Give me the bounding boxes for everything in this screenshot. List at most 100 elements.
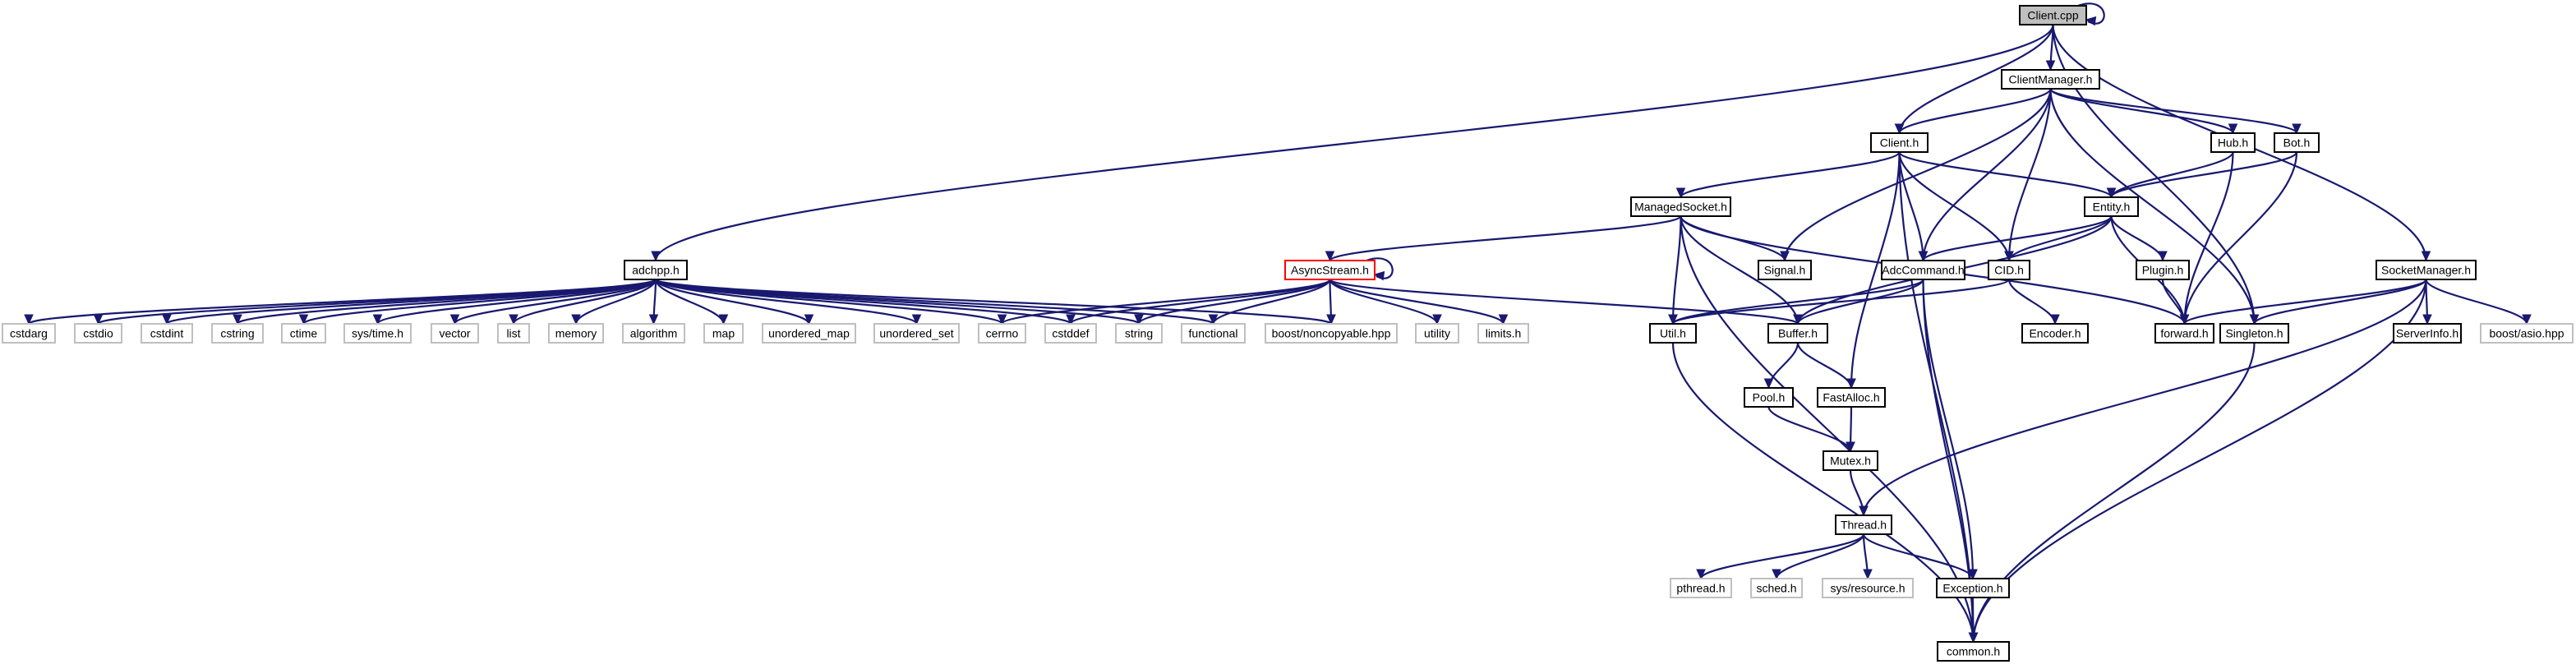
node-signal-h[interactable]: Signal.h xyxy=(1758,260,1812,280)
node-box xyxy=(211,323,264,344)
node-label: Buffer.h xyxy=(1778,327,1818,340)
edge-arrowhead xyxy=(1846,441,1855,453)
node-forward-h[interactable]: forward.h xyxy=(2154,323,2214,344)
node-box xyxy=(1044,323,1097,344)
edge-client_cpp-to-adchpp_h xyxy=(654,24,2054,261)
node-algorithm: algorithm xyxy=(622,323,685,344)
node-label: Pool.h xyxy=(1753,391,1786,404)
node-box xyxy=(2021,323,2089,344)
node-label: algorithm xyxy=(630,327,678,340)
node-label: unordered_set xyxy=(879,327,953,340)
node-managedsocket-h[interactable]: ManagedSocket.h xyxy=(1630,196,1731,217)
node-client-h[interactable]: Client.h xyxy=(1870,132,1929,153)
edge-buffer_h-to-fastalloc_h xyxy=(1796,342,1853,389)
node-mutex-h[interactable]: Mutex.h xyxy=(1823,450,1878,471)
node-singleton-h[interactable]: Singleton.h xyxy=(2219,323,2289,344)
edge-arrowhead xyxy=(1066,314,1076,325)
node-boost-noncopyable: boost/noncopyable.hpp xyxy=(1265,323,1398,344)
edge-socketmanager_h-to-forward_h xyxy=(2183,278,2427,325)
node-cstdint: cstdint xyxy=(141,323,193,344)
node-exception-h[interactable]: Exception.h xyxy=(1936,578,2010,598)
node-bot-h[interactable]: Bot.h xyxy=(2274,132,2320,153)
edge-arrowhead xyxy=(2249,314,2260,325)
node-box xyxy=(1937,641,2010,662)
edge-util_h-to-common_h xyxy=(1671,342,1975,643)
edge-arrowhead xyxy=(1432,314,1442,325)
edge-managedsocket_h-to-buffer_h xyxy=(1680,215,1800,325)
edge-arrowhead xyxy=(1373,270,1385,281)
edge-asyncstream_h-to-limits_h xyxy=(1329,279,1505,325)
node-label: unordered_map xyxy=(768,327,850,340)
node-box xyxy=(2,323,56,344)
node-serverinfo-h[interactable]: ServerInfo.h xyxy=(2393,323,2462,344)
node-fastalloc-h[interactable]: FastAlloc.h xyxy=(1817,387,1886,408)
node-adchpp-h[interactable]: adchpp.h xyxy=(624,260,688,280)
node-box xyxy=(1477,323,1529,344)
node-box xyxy=(762,323,856,344)
node-box xyxy=(2019,5,2087,25)
node-box xyxy=(1870,132,1929,153)
node-entity-h[interactable]: Entity.h xyxy=(2084,196,2139,217)
node-sysresource-h: sys/resource.h xyxy=(1822,578,1914,598)
node-list: list xyxy=(497,323,530,344)
node-socketmanager-h[interactable]: SocketManager.h xyxy=(2376,260,2477,280)
node-cerrno: cerrno xyxy=(978,323,1026,344)
edge-pool_h-to-mutex_h xyxy=(1767,406,1852,452)
edge-arrowhead xyxy=(1763,378,1774,390)
node-string: string xyxy=(1115,323,1163,344)
node-label: boost/noncopyable.hpp xyxy=(1272,327,1391,340)
node-pool-h[interactable]: Pool.h xyxy=(1744,387,1794,408)
node-common-h[interactable]: common.h xyxy=(1937,641,2010,662)
node-box xyxy=(1817,387,1886,408)
node-pthread-h: pthread.h xyxy=(1670,578,1732,598)
edge-adchpp_h-to-systime_h xyxy=(376,278,657,325)
edge-arrowhead xyxy=(2422,314,2432,325)
node-buffer-h[interactable]: Buffer.h xyxy=(1767,323,1828,344)
node-encoder-h[interactable]: Encoder.h xyxy=(2021,323,2089,344)
edge-arrowhead xyxy=(1846,378,1856,390)
node-label: list xyxy=(506,327,520,340)
edge-arrowhead xyxy=(1675,187,1686,199)
node-label: cstring xyxy=(220,327,254,340)
node-box xyxy=(1415,323,1459,344)
node-asyncstream-h[interactable]: AsyncStream.h xyxy=(1284,260,1376,280)
node-box xyxy=(1988,260,2030,280)
edge-client_h-to-entity_h xyxy=(1898,151,2113,198)
edge-arrowhead xyxy=(1696,569,1706,580)
node-label: sys/time.h xyxy=(352,327,403,340)
node-util-h[interactable]: Util.h xyxy=(1649,323,1697,344)
edge-arrowhead xyxy=(648,314,659,325)
node-label: SocketManager.h xyxy=(2381,264,2471,277)
node-box xyxy=(431,323,479,344)
edge-arrowhead xyxy=(449,314,460,325)
edge-arrowhead xyxy=(1780,251,1790,262)
node-label: string xyxy=(1125,327,1153,340)
edge-arrowhead xyxy=(93,314,104,325)
node-hub-h[interactable]: Hub.h xyxy=(2210,132,2256,153)
node-label: limits.h xyxy=(1486,327,1522,340)
node-adccommand-h[interactable]: AdcCommand.h xyxy=(1881,260,1965,280)
node-label: memory xyxy=(555,327,597,340)
node-label: functional xyxy=(1189,327,1238,340)
node-plugin-h[interactable]: Plugin.h xyxy=(2136,260,2190,280)
node-label: Entity.h xyxy=(2093,201,2131,214)
edge-thread_h-to-sched_h xyxy=(1775,533,1865,579)
node-label: Client.cpp xyxy=(2027,9,2078,22)
node-client-cpp[interactable]: Client.cpp xyxy=(2019,5,2087,25)
node-label: Singleton.h xyxy=(2225,327,2283,340)
edge-clientmanager_h-to-cid_h xyxy=(2007,88,2052,261)
node-label: cstdint xyxy=(150,327,184,340)
node-box xyxy=(74,323,122,344)
node-thread-h[interactable]: Thread.h xyxy=(1835,514,1892,535)
node-box xyxy=(1649,323,1697,344)
node-label: Hub.h xyxy=(2218,136,2248,150)
edge-arrowhead xyxy=(1498,314,1509,325)
node-unordered-map: unordered_map xyxy=(762,323,856,344)
edge-clientmanager_h-to-singleton_h xyxy=(2049,88,2256,325)
node-box xyxy=(1822,578,1914,598)
edge-arrowhead xyxy=(1134,314,1144,325)
node-clientmanager-h[interactable]: ClientManager.h xyxy=(2001,69,2100,90)
edge-arrowhead xyxy=(2050,314,2060,325)
node-cid-h[interactable]: CID.h xyxy=(1988,260,2030,280)
